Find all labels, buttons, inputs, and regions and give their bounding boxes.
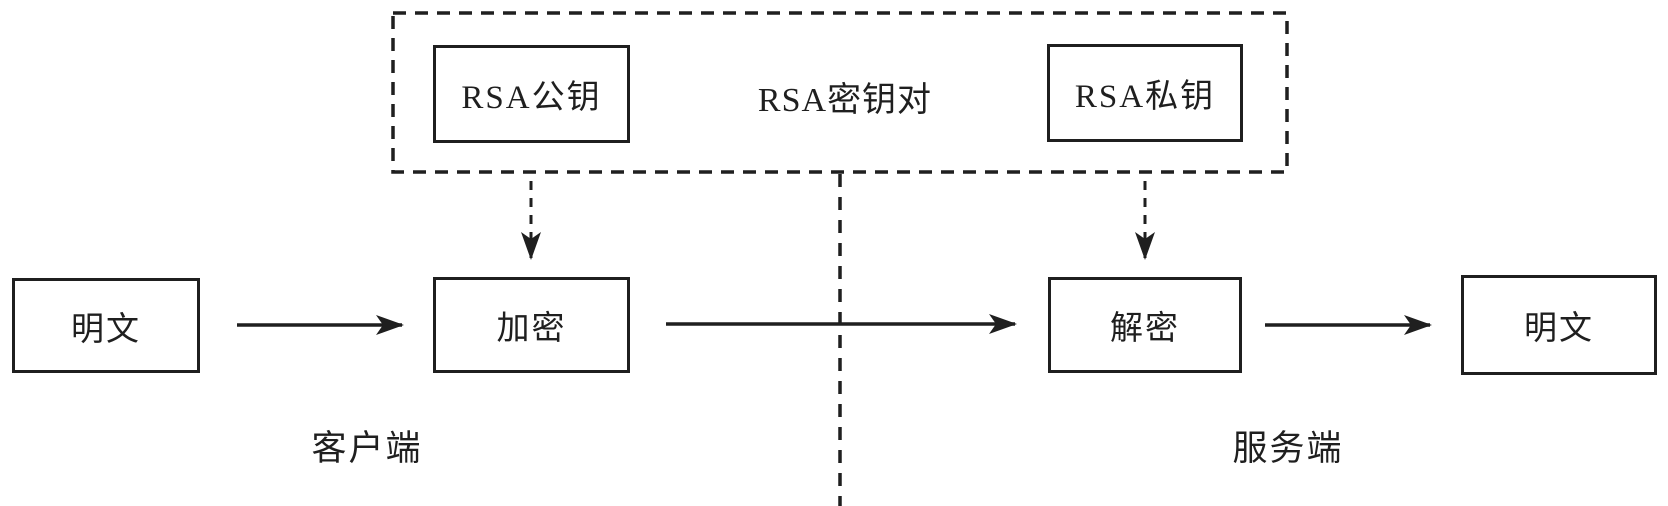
client-zone-label: 客户端 — [311, 429, 423, 468]
key-pair-group-label: RSA密钥对 — [757, 82, 933, 119]
server-zone-label: 服务端 — [1232, 429, 1344, 468]
decrypt-box: 解密 — [1048, 277, 1242, 373]
rsa-public-key-box: RSA公钥 — [433, 45, 630, 143]
rsa-private-key-box: RSA私钥 — [1047, 44, 1243, 142]
plaintext-output-box: 明文 — [1461, 275, 1657, 375]
plaintext-source-box: 明文 — [12, 278, 200, 373]
encrypt-box: 加密 — [433, 277, 630, 373]
